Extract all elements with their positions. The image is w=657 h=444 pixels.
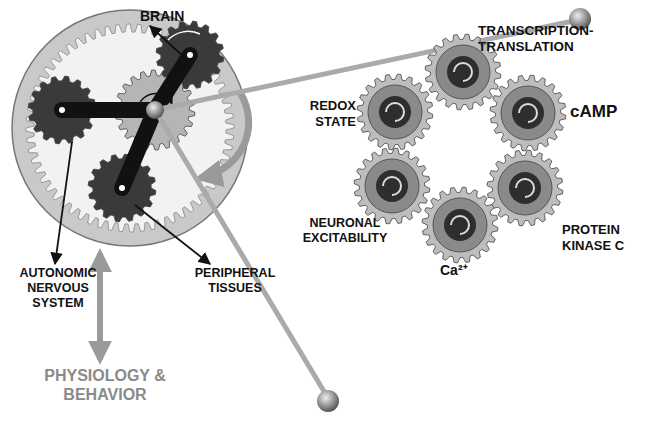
rotation-mark [516, 179, 534, 197]
planet-gear [88, 154, 156, 222]
rotation-mark [454, 63, 472, 81]
component-label: AUTONOMIC NERVOUS SYSTEM [8, 266, 108, 311]
gear-core [509, 172, 541, 204]
component-label: cAMP [570, 102, 630, 122]
carrier-pin [59, 107, 65, 113]
rotation-mark [383, 177, 401, 195]
zoom-line [155, 110, 328, 398]
rotation-mark [519, 104, 537, 122]
carrier-pin [119, 185, 125, 191]
gear-hub [368, 85, 422, 139]
gear-hub [501, 86, 555, 140]
component-label: PROTEIN KINASE C [562, 222, 642, 253]
gear-hub [433, 198, 487, 252]
gear-core [447, 56, 479, 88]
component-label: Ca²⁺ [440, 262, 490, 279]
mechanism-gear [354, 148, 430, 224]
carrier-arm [122, 110, 155, 188]
gear-core [444, 209, 476, 241]
carrier-pin [187, 52, 193, 58]
mechanism-gear [422, 187, 498, 263]
mechanism-gear [487, 150, 563, 226]
component-label: PERIPHERAL TISSUES [190, 266, 280, 296]
center-ball [146, 101, 164, 119]
feedback-arrow [200, 92, 249, 178]
carrier-arm [62, 102, 155, 118]
component-label: NEURONAL EXCITABILITY [290, 216, 400, 246]
gear-hub [498, 161, 552, 215]
gear-core [512, 97, 544, 129]
leader-arrow [135, 205, 210, 264]
output-label: PHYSIOLOGY & BEHAVIOR [40, 366, 170, 404]
double-arrow [97, 253, 103, 360]
gear-core [376, 170, 408, 202]
rotation-mark [451, 216, 469, 234]
mechanism-gear [357, 74, 433, 150]
leader-arrow [150, 26, 185, 58]
component-label: BRAIN [140, 8, 200, 25]
component-label: TRANSCRIPTION-TRANSLATION [478, 23, 608, 55]
gear-hub [365, 159, 419, 213]
component-label: REDOX STATE [300, 98, 356, 129]
rotation-mark [386, 103, 404, 121]
leader-arrow [55, 142, 72, 264]
end-ball [317, 390, 339, 412]
gear-core [379, 96, 411, 128]
rotation-mark [168, 31, 200, 40]
mechanism-gear [490, 75, 566, 151]
